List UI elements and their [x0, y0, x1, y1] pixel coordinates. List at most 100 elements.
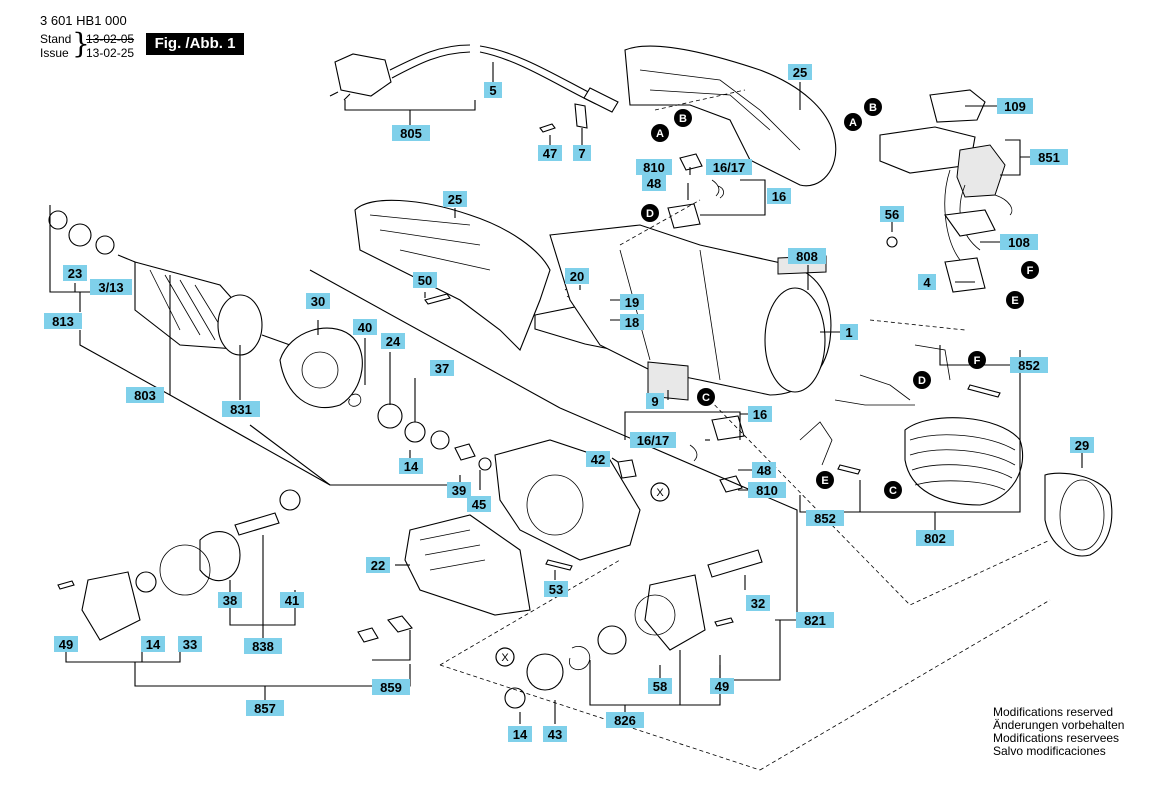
- svg-text:X: X: [501, 652, 509, 664]
- label-108: 108: [1000, 234, 1038, 250]
- svg-text:20: 20: [570, 269, 584, 284]
- label-22: 22: [366, 557, 390, 573]
- spindle-38: [234, 512, 280, 536]
- svg-text:16/17: 16/17: [637, 433, 670, 448]
- svg-text:53: 53: [549, 582, 563, 597]
- marker-b-top: B: [674, 109, 692, 127]
- svg-text:A: A: [656, 128, 664, 140]
- label-857: 857: [246, 700, 284, 716]
- screw-50: [424, 293, 451, 305]
- washer: [430, 430, 450, 450]
- svg-text:14: 14: [513, 727, 528, 742]
- label-14-left: 14: [141, 636, 165, 652]
- brush-spring-c: [689, 444, 698, 462]
- brush-holder: [667, 203, 701, 229]
- label-24: 24: [381, 333, 405, 349]
- svg-text:16/17: 16/17: [713, 160, 746, 175]
- marker-a-top: A: [651, 124, 669, 142]
- label-9: 9: [646, 393, 664, 409]
- svg-text:851: 851: [1038, 150, 1060, 165]
- capacitor: [944, 257, 986, 293]
- spindle-32: [707, 549, 763, 578]
- bearing: [95, 235, 115, 255]
- svg-text:39: 39: [452, 483, 466, 498]
- note-line: Salvo modificaciones: [993, 744, 1106, 758]
- svg-text:852: 852: [1018, 358, 1040, 373]
- svg-text:810: 810: [643, 160, 665, 175]
- label-803: 803: [126, 387, 164, 403]
- svg-text:E: E: [1011, 295, 1018, 307]
- label-29: 29: [1070, 437, 1094, 453]
- svg-text:42: 42: [591, 452, 605, 467]
- svg-text:852: 852: [814, 511, 836, 526]
- svg-text:X: X: [656, 487, 664, 499]
- label-838: 838: [244, 638, 282, 654]
- svg-text:F: F: [1027, 265, 1034, 277]
- svg-text:25: 25: [448, 192, 462, 207]
- svg-text:C: C: [889, 485, 897, 497]
- svg-text:857: 857: [254, 701, 276, 716]
- part-drawings: [48, 44, 1113, 709]
- marker-b-switch: B: [864, 98, 882, 116]
- screw: [539, 123, 556, 133]
- stand-date: 13-02-05: [86, 32, 135, 46]
- cord: [389, 44, 471, 71]
- label-808: 808: [788, 248, 826, 264]
- label-41: 41: [280, 592, 304, 608]
- label-37: 37: [430, 360, 454, 376]
- svg-text:45: 45: [472, 497, 486, 512]
- svg-text:802: 802: [924, 531, 946, 546]
- svg-text:E: E: [821, 475, 828, 487]
- svg-text:B: B: [679, 113, 687, 125]
- label-32: 32: [746, 595, 770, 611]
- label-852-bottom-group: 852: [806, 510, 844, 526]
- switch-lever: [944, 209, 996, 237]
- svg-text:37: 37: [435, 361, 449, 376]
- bearing: [597, 625, 627, 655]
- connector: [837, 464, 861, 475]
- svg-text:40: 40: [358, 320, 372, 335]
- bearing-14: [135, 571, 157, 593]
- svg-text:3/13: 3/13: [98, 280, 123, 295]
- ring: [68, 223, 92, 247]
- svg-text:9: 9: [651, 394, 658, 409]
- part-labels: 805 5 25 109 47 7 810 48 16/17 16 851 56…: [44, 64, 1094, 742]
- label-831: 831: [222, 401, 260, 417]
- label-802: 802: [916, 530, 954, 546]
- svg-text:32: 32: [751, 596, 765, 611]
- date-brace: }: [72, 27, 90, 60]
- label-826: 826: [606, 712, 644, 728]
- plug-pins: [329, 91, 351, 101]
- switch-slider: [929, 89, 986, 123]
- label-49-right: 49: [710, 678, 734, 694]
- note-line: Änderungen vorbehalten: [993, 718, 1125, 732]
- label-1: 1: [840, 324, 858, 340]
- svg-text:7: 7: [578, 146, 585, 161]
- svg-text:47: 47: [543, 146, 557, 161]
- stand-label: Stand: [40, 32, 72, 46]
- label-42: 42: [586, 451, 610, 467]
- gear-housing: [494, 439, 641, 561]
- svg-text:B: B: [869, 102, 877, 114]
- label-852-bottom: 852: [806, 510, 844, 526]
- svg-text:22: 22: [371, 558, 385, 573]
- nut: [357, 627, 379, 643]
- handle-housing: [354, 199, 551, 351]
- svg-text:108: 108: [1008, 235, 1030, 250]
- label-20: 20: [565, 268, 589, 284]
- marker-d-top: D: [641, 204, 659, 222]
- svg-text:58: 58: [653, 679, 667, 694]
- label-43: 43: [543, 726, 567, 742]
- switch-module: [956, 144, 1006, 198]
- marker-a-switch: A: [844, 113, 862, 131]
- label-14-bottom: 14: [508, 726, 532, 742]
- label-16-17-mid: 16/17: [630, 432, 676, 448]
- o-ring: [634, 594, 676, 636]
- svg-text:48: 48: [757, 463, 771, 478]
- label-40: 40: [353, 319, 377, 335]
- label-38: 38: [218, 592, 242, 608]
- bearing-41: [279, 489, 301, 511]
- svg-text:50: 50: [418, 273, 432, 288]
- svg-text:821: 821: [804, 613, 826, 628]
- svg-text:F: F: [974, 355, 981, 367]
